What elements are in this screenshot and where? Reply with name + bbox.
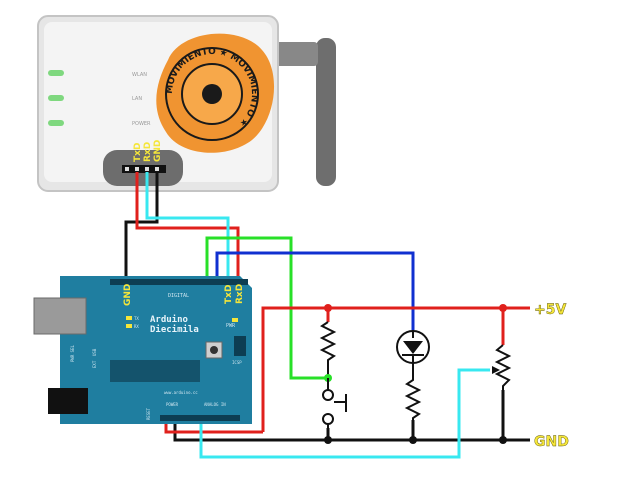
arduino-power-jack xyxy=(48,388,88,414)
gnd-rail-label: GND xyxy=(534,434,569,450)
arduino-label-url: www.arduino.cc xyxy=(164,390,198,395)
led xyxy=(396,330,430,372)
router-pin-gnd: GND xyxy=(153,140,163,162)
arduino-usb-connector xyxy=(33,297,87,335)
arduino-pcb xyxy=(60,276,252,424)
node-vcc-pot xyxy=(499,304,507,312)
router-led-wlan xyxy=(48,70,64,76)
wire-analog-pot xyxy=(199,368,490,459)
arduino-pin-rxd: RxD xyxy=(235,284,245,304)
router-label-lan: LAN xyxy=(132,96,142,102)
arduino-pin-txd: TxD xyxy=(224,285,234,304)
router-led-lan xyxy=(48,95,64,101)
arduino-board-name: Arduino xyxy=(150,314,188,325)
arduino-board-model: Diecimila xyxy=(150,324,199,335)
wire-green-button xyxy=(205,236,328,380)
arduino-pin-gnd: GND xyxy=(123,284,133,306)
arduino-label-digital: DIGITAL xyxy=(168,293,189,299)
arduino-icsp xyxy=(234,336,246,356)
arduino-board: Arduino Diecimila DIGITAL TX RX PWR ICSP… xyxy=(33,276,252,424)
arduino-label-power: POWER xyxy=(166,402,179,407)
router-pin-txd: TxD xyxy=(133,143,143,162)
router-serial-header xyxy=(122,165,166,173)
wire-gnd-router xyxy=(124,172,159,280)
wire-blue-led xyxy=(215,251,415,330)
led-resistor xyxy=(404,372,422,420)
node-gnd-pot xyxy=(499,436,507,444)
node-vcc-pullup xyxy=(324,304,332,312)
arduino-label-rx: RX xyxy=(134,324,139,329)
arduino-label-ext: EXT xyxy=(92,360,97,368)
push-button xyxy=(322,378,347,428)
arduino-label-tx: TX xyxy=(134,316,139,321)
arduino-label-reset: RESET xyxy=(146,407,151,420)
wire-vcc-rail xyxy=(261,306,505,432)
arduino-label-usb: USB xyxy=(92,348,97,356)
movimiento-logo: MOVIMIENTO ★ MOVIMIENTO ★ xyxy=(156,33,275,153)
arduino-label-icsp: ICSP xyxy=(232,360,242,365)
arduino-label-pwr-sel: PWR SEL xyxy=(70,345,75,362)
arduino-digital-header xyxy=(110,279,248,285)
wire-router-rxd xyxy=(145,172,230,280)
potentiometer xyxy=(492,344,512,390)
arduino-label-pwr: PWR xyxy=(226,323,236,329)
router-led-power xyxy=(48,120,64,126)
router-status-leds xyxy=(48,70,64,126)
arduino-label-analog: ANALOG IN xyxy=(204,402,226,407)
node-gnd-led xyxy=(409,436,417,444)
arduino-chip xyxy=(110,360,200,382)
pullup-resistor xyxy=(319,321,337,378)
arduino-power-header xyxy=(160,415,240,421)
router-label-wlan: WLAN xyxy=(132,72,147,78)
vcc-rail-label: +5V xyxy=(534,302,566,318)
router-antenna xyxy=(316,38,336,186)
router-pin-rxd: RxD xyxy=(143,142,153,162)
wifi-router: WLAN LAN POWER MOVIMIENTO ★ MOVIMIENTO ★… xyxy=(37,15,336,192)
node-gnd-button xyxy=(324,436,332,444)
router-label-power: POWER xyxy=(132,121,151,127)
